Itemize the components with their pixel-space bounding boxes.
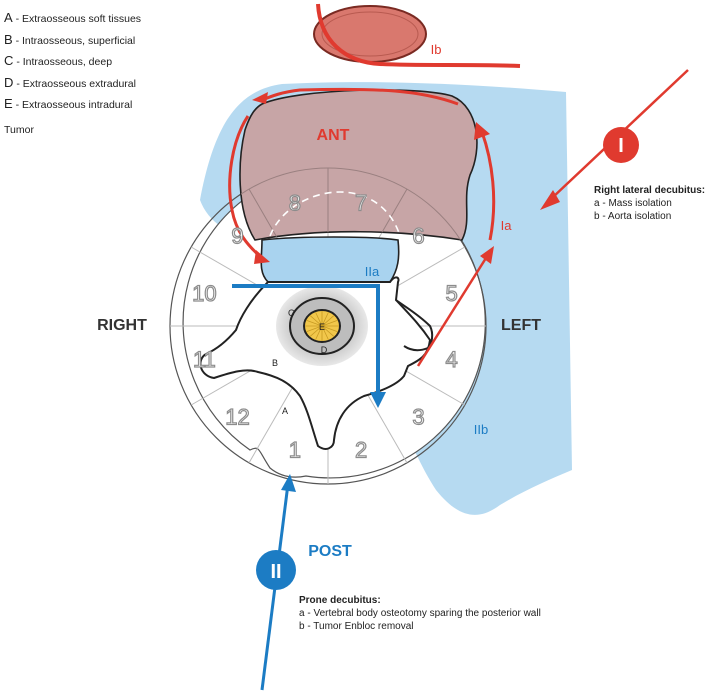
legend: A - Extraosseous soft tissues B - Intrao… bbox=[4, 8, 141, 116]
zone-number-10: 10 bbox=[192, 281, 216, 306]
cord-ray bbox=[306, 319, 323, 327]
label-left: LEFT bbox=[501, 317, 541, 334]
label-right: RIGHT bbox=[97, 317, 147, 334]
legend-item-e: E - Extraosseous intradural bbox=[4, 96, 133, 111]
cord-ray bbox=[321, 325, 338, 333]
zone-number-1: 1 bbox=[289, 438, 301, 463]
zone-number-8: 8 bbox=[289, 190, 301, 215]
right-lateral-info: Right lateral decubitus: a - Mass isolat… bbox=[594, 184, 705, 223]
legend-item-c: C - Intraosseous, deep bbox=[4, 53, 113, 68]
vertebral-body-dashed-outline bbox=[269, 191, 401, 237]
right-lateral-item: a - Mass isolation bbox=[594, 198, 672, 209]
approach-two-a-path bbox=[232, 284, 380, 398]
cord-ray bbox=[315, 311, 323, 327]
label-ant: ANT bbox=[317, 127, 350, 144]
prone-title: Prone decubitus: bbox=[299, 595, 381, 606]
legend-item-b: B - Intraosseous, superficial bbox=[4, 31, 136, 47]
label-post: POST bbox=[308, 543, 352, 560]
approach-one-inner-line bbox=[416, 257, 488, 367]
prone-item: a - Vertebral body osteotomy sparing the… bbox=[299, 608, 541, 619]
right-lateral-title: Right lateral decubitus: bbox=[594, 185, 706, 196]
zone-number-6: 6 bbox=[412, 223, 424, 248]
zone-number-7: 7 bbox=[355, 190, 367, 215]
label-ia: Ia bbox=[501, 218, 513, 233]
zone-number-4: 4 bbox=[446, 347, 458, 372]
cord-ray bbox=[315, 325, 323, 341]
vertebral-body-remnant bbox=[260, 236, 400, 283]
region-letter-a: A bbox=[282, 406, 288, 416]
legend-item-a: A - Extraosseous soft tissues bbox=[4, 10, 142, 25]
label-iib: IIb bbox=[474, 422, 488, 437]
cord-ray bbox=[321, 325, 329, 341]
zone-number-11: 11 bbox=[193, 347, 216, 372]
approach-two-badge bbox=[256, 550, 296, 590]
tumor-label: Tumor bbox=[4, 124, 34, 136]
badge-text-one: I bbox=[618, 135, 624, 157]
aorta-isolation-arc bbox=[316, 3, 521, 68]
badge-text-two: II bbox=[270, 561, 281, 583]
region-letter-b: B bbox=[272, 358, 278, 368]
cord-ray bbox=[309, 315, 323, 327]
zone-number-9: 9 bbox=[231, 223, 243, 248]
cord-ray bbox=[309, 325, 323, 337]
cord-ray bbox=[321, 315, 335, 327]
legend-item-d: D - Extraosseous extradural bbox=[4, 74, 136, 90]
label-iia: IIa bbox=[365, 264, 380, 279]
zone-number-12: 12 bbox=[225, 405, 249, 430]
approach-one-badge bbox=[603, 127, 639, 163]
aorta bbox=[313, 5, 427, 63]
tumor-mass bbox=[239, 89, 478, 241]
prone-item: b - Tumor Enbloc removal bbox=[299, 621, 414, 632]
mass-isolation-arrow bbox=[228, 87, 496, 260]
zone-number-3: 3 bbox=[412, 405, 424, 430]
region-letter-e: E bbox=[319, 322, 325, 332]
cord-ray bbox=[306, 325, 323, 333]
prone-info: Prone decubitus: a - Vertebral body oste… bbox=[299, 594, 541, 633]
region-letter-c: C bbox=[288, 308, 295, 318]
cord-ray bbox=[321, 325, 335, 337]
label-ib: Ib bbox=[431, 42, 442, 57]
zone-number-5: 5 bbox=[446, 281, 458, 306]
region-letter-d: D bbox=[321, 345, 328, 355]
right-lateral-item: b - Aorta isolation bbox=[594, 211, 672, 222]
zone-number-2: 2 bbox=[355, 438, 367, 463]
cord-ray bbox=[321, 311, 329, 327]
cord-ray bbox=[321, 319, 338, 327]
